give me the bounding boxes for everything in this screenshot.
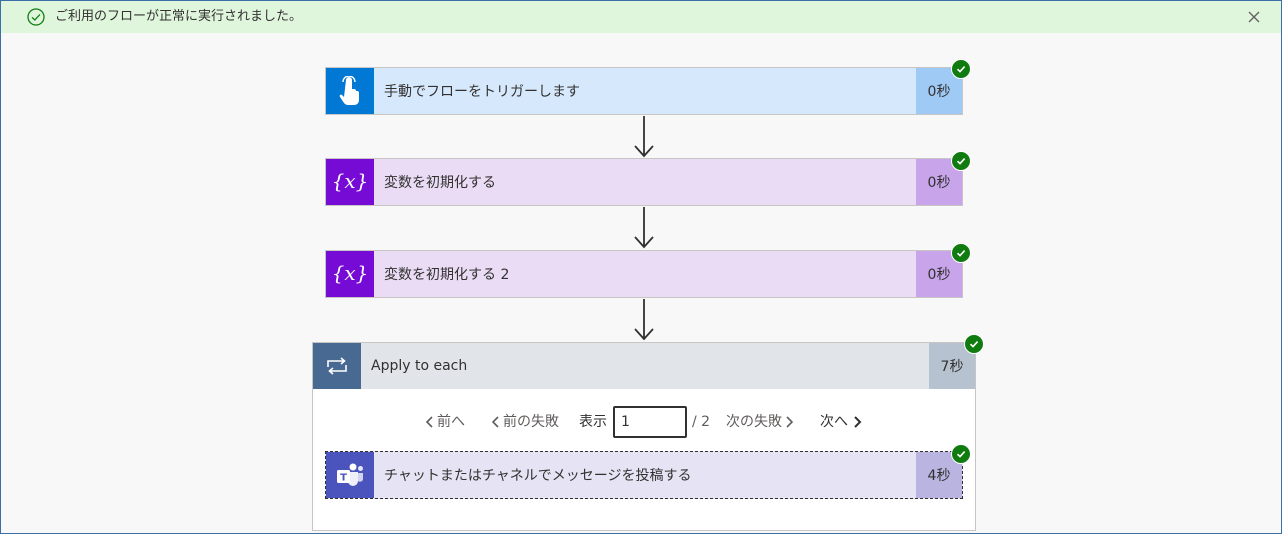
page-number-input[interactable] <box>613 406 687 438</box>
close-icon[interactable] <box>1246 9 1262 25</box>
svg-text:{x}: {x} <box>332 261 368 285</box>
page-total: / 2 <box>692 414 711 430</box>
chevron-right-icon <box>854 416 862 428</box>
iteration-pager: 前へ 前の失敗 表示 / 2 次の失敗 次へ <box>1 406 1282 438</box>
step-manual-trigger[interactable]: 手動でフローをトリガーします 0秒 <box>325 67 963 115</box>
step-duration: 0秒 <box>916 251 962 297</box>
step-initialize-variable-2[interactable]: {x} 変数を初期化する 2 0秒 <box>325 250 963 298</box>
variable-icon: {x} <box>332 169 368 193</box>
connector-arrow-icon <box>634 299 654 341</box>
step-title: チャットまたはチャネルでメッセージを投稿する <box>384 468 692 484</box>
touch-hand-icon <box>339 76 359 105</box>
connector-arrow-icon <box>634 207 654 249</box>
next-button[interactable]: 次へ <box>820 406 862 438</box>
chevron-left-icon <box>425 416 433 428</box>
step-duration: 4秒 <box>916 452 962 498</box>
check-circle-icon <box>27 8 45 26</box>
step-post-message-teams[interactable]: T チャットまたはチャネルでメッセージを投稿する 4秒 <box>325 451 963 499</box>
connector-arrow-icon <box>634 116 654 158</box>
next-failed-button[interactable]: 次の失敗 <box>726 406 794 438</box>
chevron-left-icon <box>491 416 499 428</box>
success-banner: ご利用のフローが正常に実行されました。 <box>1 1 1281 33</box>
step-title: 手動でフローをトリガーします <box>384 84 580 100</box>
show-label: 表示 <box>579 414 607 430</box>
step-initialize-variable[interactable]: {x} 変数を初期化する 0秒 <box>325 158 963 206</box>
success-check-icon <box>951 59 971 79</box>
loop-icon <box>327 357 347 375</box>
step-title: 変数を初期化する <box>384 175 496 191</box>
prev-button[interactable]: 前へ <box>425 406 465 438</box>
banner-message: ご利用のフローが正常に実行されました。 <box>55 9 303 24</box>
svg-text:{x}: {x} <box>332 169 368 193</box>
success-check-icon <box>951 243 971 263</box>
chevron-right-icon <box>786 416 794 428</box>
success-check-icon <box>951 151 971 171</box>
apply-to-each-title: Apply to each <box>371 358 468 374</box>
svg-text:T: T <box>340 473 347 484</box>
success-check-icon <box>964 334 984 354</box>
step-title: 変数を初期化する 2 <box>384 267 510 283</box>
variable-icon: {x} <box>332 261 368 285</box>
success-check-icon <box>951 444 971 464</box>
apply-to-each-header[interactable]: Apply to each 7秒 <box>313 343 975 389</box>
teams-icon: T <box>337 463 363 486</box>
prev-failed-button[interactable]: 前の失敗 <box>491 406 559 438</box>
